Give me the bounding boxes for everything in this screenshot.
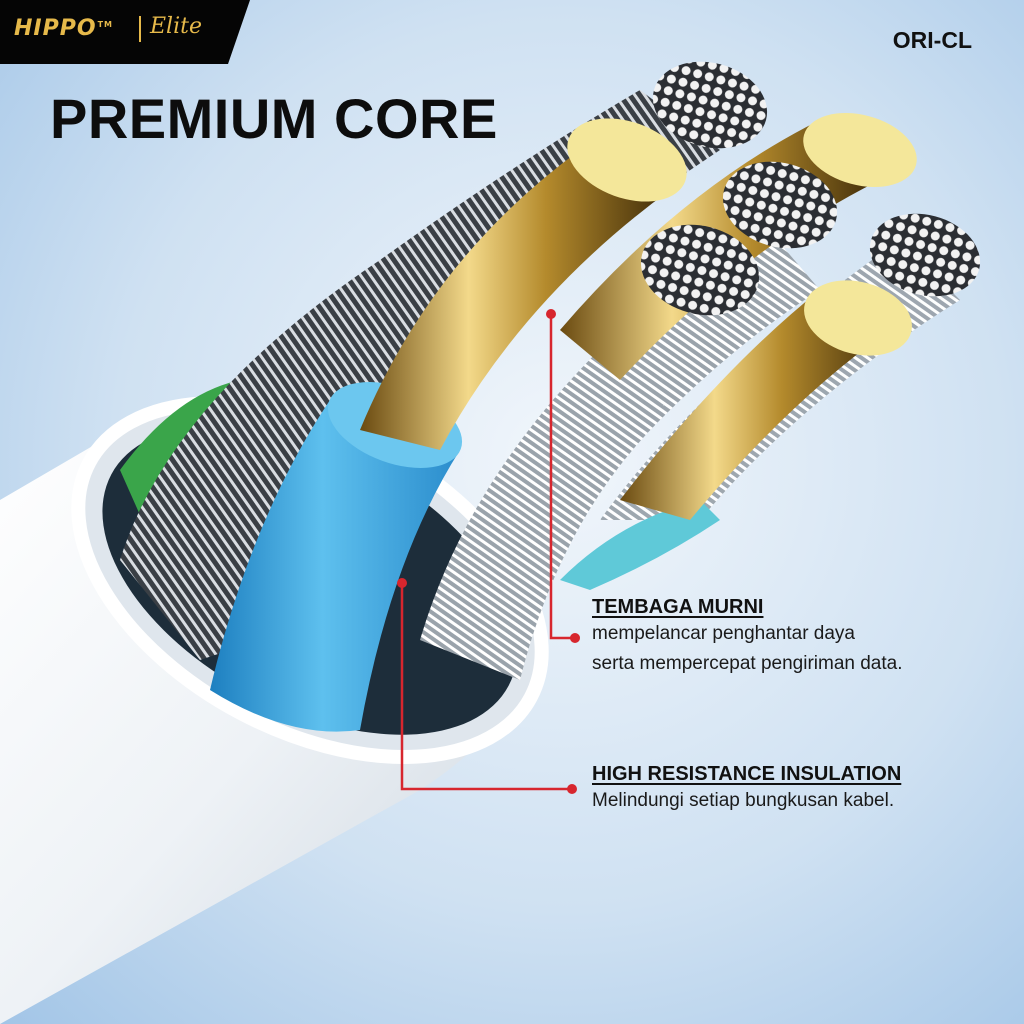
callout-desc-line: Melindungi setiap bungkusan kabel. (592, 790, 895, 811)
callout-title: TEMBAGA MURNI (592, 596, 764, 618)
silver-strands (420, 220, 820, 680)
teal-insulation (560, 500, 720, 590)
callout-leader-2 (397, 578, 577, 794)
strand-end-2 (722, 161, 838, 249)
callout-insulation: HIGH RESISTANCE INSULATION Melindungi se… (592, 763, 901, 816)
callout-copper: TEMBAGA MURNI mempelancar penghantar day… (592, 596, 903, 679)
callout-leader-1 (546, 309, 580, 643)
callout-desc-line: serta mempercepat pengiriman data. (592, 653, 903, 674)
blue-insulation (210, 400, 460, 732)
brand-logo: HIPPOTM (14, 16, 113, 41)
strand-end-4 (869, 213, 981, 297)
brand-badge: HIPPOTM Elite (0, 0, 250, 64)
copper-wire-1 (360, 150, 670, 450)
brand-name: HIPPO (14, 16, 97, 41)
page-title: PREMIUM CORE (50, 87, 498, 150)
brand-line: Elite (150, 14, 202, 39)
brand-divider (139, 16, 141, 42)
copper-wire-3 (620, 290, 890, 520)
brand-trademark: TM (97, 19, 113, 29)
model-code: ORI-CL (892, 27, 972, 53)
callout-title: HIGH RESISTANCE INSULATION (592, 763, 902, 785)
callout-desc-line: mempelancar penghantar daya (592, 623, 856, 644)
strand-end-3 (640, 224, 760, 316)
strand-end-1 (652, 61, 768, 149)
brand-tab-shape (0, 0, 250, 64)
